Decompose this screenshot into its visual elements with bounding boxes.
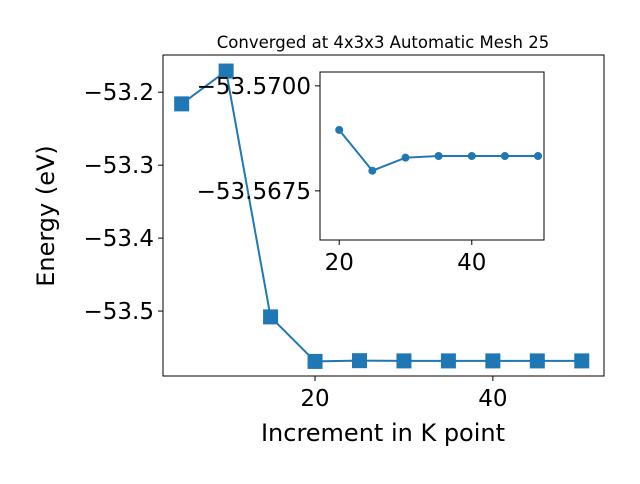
data-point: [174, 96, 190, 112]
data-point: [218, 63, 234, 79]
inset-axes: 20 40 −53.5700 −53.5675: [197, 71, 545, 276]
data-point: [335, 125, 344, 134]
data-point: [485, 353, 501, 369]
data-point: [351, 353, 367, 369]
chart-title: Converged at 4x3x3 Automatic Mesh 25: [217, 33, 549, 52]
data-point: [500, 152, 509, 160]
data-point: [574, 353, 590, 369]
x-axis-label: Increment in K point: [261, 419, 505, 447]
y-tick-label: −53.5700: [197, 74, 311, 100]
y-tick-label: −53.5675: [197, 179, 311, 205]
y-tick-label: −53.2: [84, 80, 154, 106]
x-tick-label: 40: [457, 250, 486, 276]
data-point: [368, 166, 377, 175]
x-tick-label: 40: [478, 386, 507, 412]
data-point: [440, 353, 456, 369]
axes-frame: [162, 54, 605, 377]
x-tick-label: 20: [325, 250, 354, 276]
y-tick-label: −53.5: [84, 299, 154, 325]
series-line: [181, 69, 582, 363]
data-point: [401, 153, 410, 162]
main-axes: 20 40 −53.2 −53.3 −53.4 −53.5: [84, 54, 605, 412]
y-axis-label: Energy (eV): [32, 145, 60, 287]
data-point: [396, 353, 412, 369]
data-point: [434, 152, 443, 160]
data-point: [534, 152, 543, 160]
axes-frame: [319, 71, 545, 241]
data-point: [467, 152, 476, 160]
data-point: [307, 353, 323, 369]
data-point: [263, 309, 279, 325]
x-tick-label: 20: [300, 386, 329, 412]
data-point: [529, 353, 545, 369]
y-tick-label: −53.3: [84, 153, 154, 179]
y-tick-label: −53.4: [84, 226, 154, 252]
